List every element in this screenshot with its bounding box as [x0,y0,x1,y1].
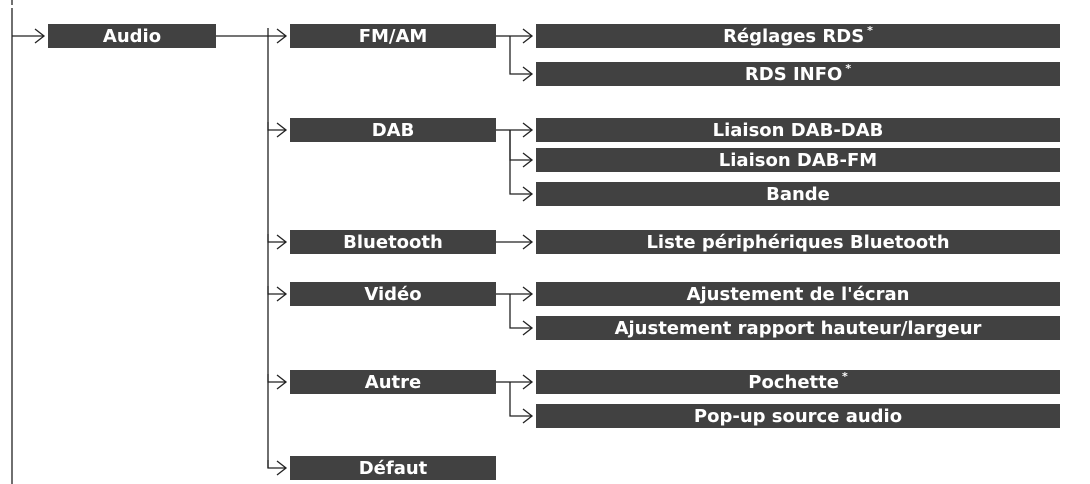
menu-item-ajustement-ecran-label: Ajustement de l'écran [686,283,910,305]
menu-item-fmam-label: FM/AM [358,25,428,47]
video-child-1-arrowhead [522,320,534,336]
menu-item-reglages-rds-label: Réglages RDS [723,25,865,47]
arrow-to-source-0-arrowhead [276,28,288,44]
arrow-to-source-2-arrowhead [276,234,288,250]
fmam-child-1 [509,36,532,75]
menu-item-defaut: Défaut [290,456,496,480]
menu-item-audio: Audio [48,24,216,48]
arrow-to-audio-arrowhead [34,28,46,44]
menu-item-popup-source-label: Pop-up source audio [693,405,903,427]
arrow-to-source-0 [267,28,286,37]
arrow-to-source-2 [267,234,286,243]
arrow-to-source-4-arrowhead [276,374,288,390]
asterisk-mark: * [841,369,848,383]
arrow-to-source-5 [267,460,286,469]
menu-item-liaison-dab-dab-label: Liaison DAB-DAB [712,119,884,141]
menu-item-bluetooth-label: Bluetooth [343,231,443,253]
menu-item-reglages-rds: Réglages RDS* [536,24,1060,48]
autre-child-1-arrowhead [522,408,534,424]
menu-item-bande-label: Bande [766,183,830,205]
dab-child-0-arrowhead [522,122,534,138]
menu-item-liste-peripheriques-label: Liste périphériques Bluetooth [646,231,950,253]
arrow-to-source-5-arrowhead [276,460,288,476]
fmam-child-1-arrowhead [522,66,534,82]
menu-item-bluetooth: Bluetooth [290,230,496,254]
asterisk-mark: * [867,23,873,37]
dab-child-2-arrowhead [522,186,534,202]
menu-item-popup-source: Pop-up source audio [536,404,1060,428]
arrow-to-source-3-arrowhead [276,286,288,302]
dab-child-2 [509,130,532,195]
menu-item-liaison-dab-dab: Liaison DAB-DAB [536,118,1060,142]
menu-item-dab-label: DAB [371,119,415,141]
menu-item-bande: Bande [536,182,1060,206]
menu-item-pochette: Pochette* [536,370,1060,394]
fmam-child-0-arrowhead [522,28,534,44]
menu-item-ajustement-ecran: Ajustement de l'écran [536,282,1060,306]
menu-item-liaison-dab-fm-label: Liaison DAB-FM [718,149,878,171]
arrow-to-source-1-arrowhead [276,122,288,138]
autre-child-1 [509,382,532,417]
menu-item-fmam: FM/AM [290,24,496,48]
menu-item-autre: Autre [290,370,496,394]
arrow-to-source-3 [267,286,286,295]
video-child-1 [509,294,532,329]
menu-item-dab: DAB [290,118,496,142]
menu-item-liaison-dab-fm: Liaison DAB-FM [536,148,1060,172]
asterisk-mark: * [845,61,852,75]
autre-child-0-arrowhead [522,374,534,390]
menu-item-video-label: Vidéo [364,283,422,305]
arrow-to-source-4 [267,374,286,383]
arrow-to-source-1 [267,122,286,131]
menu-item-rds-info: RDS INFO* [536,62,1060,86]
dab-child-1 [509,130,532,161]
video-child-0-arrowhead [522,286,534,302]
menu-item-rds-info-label: RDS INFO [744,63,843,85]
bluetooth-child-0-arrowhead [522,234,534,250]
menu-item-audio-label: Audio [102,25,162,47]
menu-item-video: Vidéo [290,282,496,306]
menu-item-autre-label: Autre [364,371,422,393]
menu-item-pochette-label: Pochette [748,371,839,393]
menu-item-defaut-label: Défaut [358,457,428,479]
menu-item-ajustement-rapport: Ajustement rapport hauteur/largeur [536,316,1060,340]
menu-item-liste-peripheriques: Liste périphériques Bluetooth [536,230,1060,254]
menu-item-ajustement-rapport-label: Ajustement rapport hauteur/largeur [614,317,982,339]
dab-child-1-arrowhead [522,152,534,168]
